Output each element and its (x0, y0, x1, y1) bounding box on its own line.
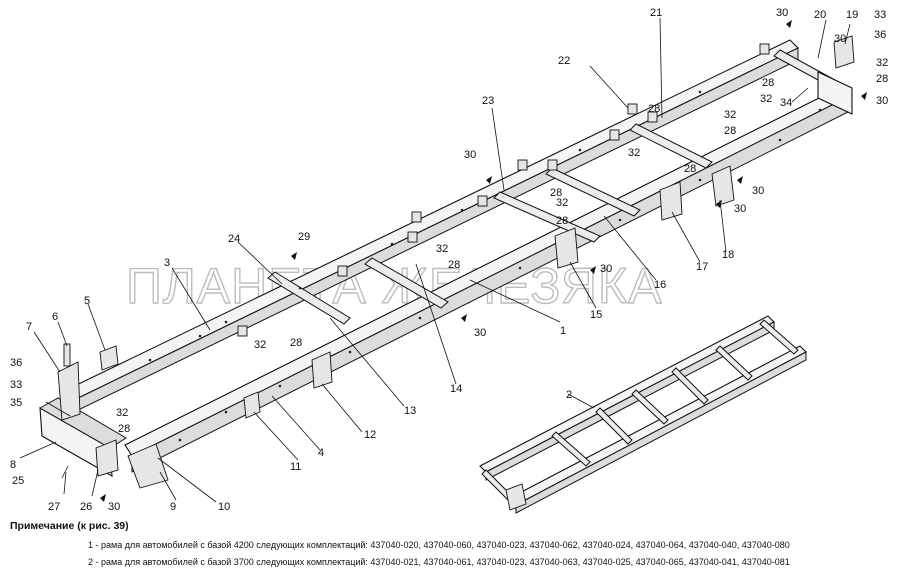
callout-20: 20 (814, 9, 826, 21)
callout-28: 28 (290, 337, 302, 349)
callout-30: 30 (600, 263, 612, 275)
bracket-5 (99, 345, 119, 371)
callout-33: 33 (10, 379, 22, 391)
callout-17: 17 (696, 261, 708, 273)
bracket-26 (95, 439, 119, 477)
callout-19: 19 (846, 9, 858, 21)
short-frame (479, 315, 807, 514)
callout-12: 12 (364, 429, 376, 441)
callout-13: 13 (404, 405, 416, 417)
callout-28: 28 (118, 423, 130, 435)
callout-32: 32 (628, 147, 640, 159)
callout-30: 30 (776, 7, 788, 19)
callout-28: 28 (550, 187, 562, 199)
callout-28: 28 (876, 73, 888, 85)
rivet-holes (148, 90, 822, 442)
callout-28: 28 (648, 103, 660, 115)
bracket-11 (243, 391, 261, 419)
callout-1: 1 (560, 325, 566, 337)
short-frame-near-rail (509, 345, 807, 506)
side-rail-far (61, 39, 799, 403)
callout-30: 30 (464, 149, 476, 161)
cross-member-24 (267, 271, 351, 325)
main-frame (38, 35, 855, 489)
callout-32: 32 (556, 197, 568, 209)
callout-2: 2 (566, 389, 572, 401)
bracket-17 (659, 181, 683, 221)
callout-32: 32 (254, 339, 266, 351)
callout-32: 32 (876, 57, 888, 69)
bracket-9 (127, 443, 169, 489)
callout-5: 5 (84, 295, 90, 307)
callout-30: 30 (108, 501, 120, 513)
watermark: ПЛАНЕТА ЖЕЛЕЗЯКА (126, 258, 662, 314)
callout-21: 21 (650, 7, 662, 19)
mounting-tabs (237, 43, 770, 337)
callouts: 1 2 3 4 5 6 7 8 9 10 11 12 13 14 15 16 1… (10, 7, 888, 513)
callout-32: 32 (116, 407, 128, 419)
callout-6: 6 (52, 311, 58, 323)
bracket-19 (833, 35, 855, 69)
callout-22: 22 (558, 55, 570, 67)
cross-member-14 (364, 257, 449, 309)
callout-16: 16 (654, 279, 666, 291)
callout-11: 11 (290, 461, 301, 473)
callout-14: 14 (450, 383, 462, 395)
callout-28: 28 (724, 125, 736, 137)
callout-25: 25 (12, 475, 24, 487)
callout-15: 15 (590, 309, 602, 321)
callout-36: 36 (10, 357, 22, 369)
short-frame-far-web (485, 321, 775, 481)
callout-28: 28 (762, 77, 774, 89)
short-frame-front-bracket (505, 483, 527, 511)
callout-26: 26 (80, 501, 92, 513)
callout-18: 18 (722, 249, 734, 261)
bracket-12 (311, 351, 333, 389)
part-6 (63, 343, 71, 367)
leader-lines (19, 17, 851, 503)
bracket-7 (57, 361, 81, 421)
callout-30: 30 (474, 327, 486, 339)
callout-9: 9 (170, 501, 176, 513)
note-line-2: 2 - рама для автомобилей с базой 3700 сл… (88, 557, 790, 567)
callout-30: 30 (876, 95, 888, 107)
cross-member-16 (545, 167, 641, 217)
callout-3: 3 (164, 257, 170, 269)
callout-35: 35 (10, 397, 22, 409)
callout-32: 32 (436, 243, 448, 255)
callout-33: 33 (874, 9, 886, 21)
callout-36: 36 (874, 29, 886, 41)
bracket-18 (711, 165, 735, 207)
callout-8: 8 (10, 459, 16, 471)
callout-10: 10 (218, 501, 230, 513)
arrow-markers (100, 20, 867, 502)
callout-30: 30 (834, 33, 846, 45)
short-frame-cross-members (481, 319, 799, 505)
callout-27: 27 (48, 501, 60, 513)
callout-29: 29 (298, 231, 310, 243)
rear-end-plate (817, 71, 853, 115)
note-line-1: 1 - рама для автомобилей с базой 4200 сл… (88, 540, 790, 550)
callout-24: 24 (228, 233, 240, 245)
short-frame-near-web (515, 351, 807, 514)
callout-4: 4 (318, 447, 324, 459)
callout-23: 23 (482, 95, 494, 107)
callout-7: 7 (26, 321, 32, 333)
callout-32: 32 (724, 109, 736, 121)
callout-30: 30 (752, 185, 764, 197)
callout-28: 28 (448, 259, 460, 271)
callout-34: 34 (780, 97, 792, 109)
bracket-15 (554, 227, 579, 269)
callout-32: 32 (760, 93, 772, 105)
cross-member-21 (629, 123, 713, 169)
callout-28: 28 (684, 163, 696, 175)
callout-30: 30 (734, 203, 746, 215)
callout-28: 28 (556, 215, 568, 227)
note-title: Примечание (к рис. 39) (10, 520, 129, 532)
